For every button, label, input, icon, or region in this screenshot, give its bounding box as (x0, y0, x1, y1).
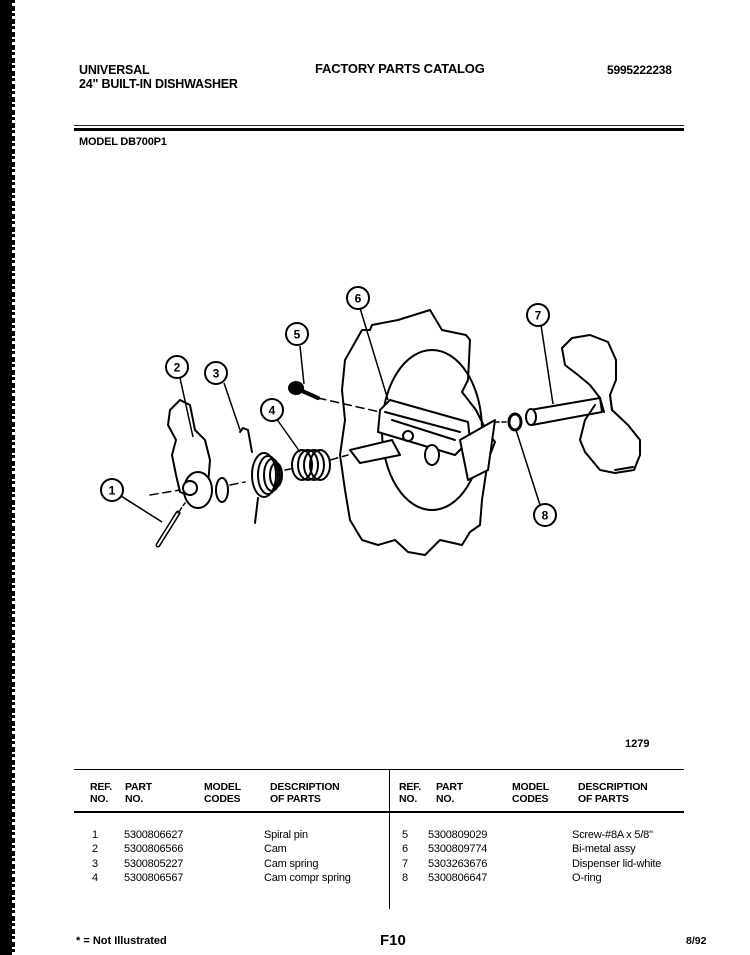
col-ref-header-right: REF.NO. (399, 781, 421, 805)
screw (288, 381, 320, 400)
table-header-rule (74, 811, 684, 813)
not-illustrated-note: * = Not Illustrated (76, 935, 167, 947)
callout-2: 2 (165, 355, 189, 379)
o-ring (507, 412, 523, 432)
ref-column-left: 1 2 3 4 (92, 828, 98, 885)
table-row-ref: 7 (402, 857, 408, 870)
table-row-desc: Bi-metal assy (572, 843, 636, 856)
desc-column-left: Spiral pin Cam Cam spring Cam compr spri… (264, 828, 351, 885)
figure-number: 1279 (625, 738, 650, 750)
table-row-ref: 8 (402, 871, 408, 884)
table-column-divider (389, 769, 390, 909)
housing-panel (339, 309, 496, 556)
dispenser-lid (525, 334, 641, 474)
table-row-desc: Cam compr spring (264, 871, 351, 884)
table-row-part: 5300806627 (124, 829, 184, 841)
col-ref-header-left: REF.NO. (90, 781, 112, 805)
table-top-rule (74, 769, 684, 770)
cam-spring (239, 427, 283, 524)
table-row-ref: 5 (402, 829, 408, 841)
callouts: 1 2 3 4 5 6 7 8 (100, 286, 557, 527)
table-row-part: 5300806566 (124, 843, 184, 856)
svg-text:3: 3 (213, 367, 220, 381)
header-rule-thin (74, 125, 684, 126)
callout-6: 6 (346, 286, 370, 310)
brand-name: UNIVERSAL (79, 63, 150, 77)
table-row-desc: Dispenser lid-white (572, 857, 662, 870)
product-name: 24" BUILT-IN DISHWASHER (79, 77, 238, 91)
table-row-ref: 3 (92, 857, 98, 870)
table-row-part: 5300809774 (428, 843, 488, 856)
table-row-desc: Cam (264, 843, 287, 856)
callout-5: 5 (285, 322, 309, 346)
svg-text:6: 6 (355, 292, 362, 306)
table-row-desc: Spiral pin (264, 829, 308, 841)
table-row-ref: 2 (92, 843, 98, 856)
svg-text:7: 7 (535, 309, 542, 323)
part-column-left: 5300806627 5300806566 5300805227 5300806… (124, 828, 183, 885)
callout-7: 7 (526, 303, 550, 327)
table-row-ref: 1 (92, 829, 98, 841)
exploded-parts-diagram: 1 2 3 4 5 6 7 8 (100, 286, 641, 556)
scan-border (0, 0, 15, 955)
svg-text:4: 4 (269, 404, 276, 418)
ref-column-right: 5 6 7 8 (402, 828, 408, 885)
callout-1: 1 (100, 478, 124, 502)
callout-8: 8 (533, 503, 557, 527)
catalog-title: FACTORY PARTS CATALOG (315, 61, 485, 76)
svg-text:8: 8 (542, 509, 549, 523)
svg-text:5: 5 (294, 328, 301, 342)
desc-column-right: Screw-#8A x 5/8" Bi-metal assy Dispenser… (572, 828, 661, 885)
callout-3: 3 (204, 361, 228, 385)
table-row-part: 5300806647 (428, 871, 488, 884)
table-row-desc: Cam spring (264, 857, 319, 870)
table-row-desc: Screw-#8A x 5/8" (572, 829, 653, 841)
part-column-right: 5300809029 5300809774 5303263676 5300806… (428, 828, 487, 885)
table-row-part: 5300809029 (428, 829, 488, 841)
cam-compr-spring (291, 449, 331, 481)
callout-4: 4 (260, 398, 284, 422)
model-number: MODEL DB700P1 (79, 136, 167, 148)
table-row-part: 5300805227 (124, 857, 184, 870)
revision-date: 8/92 (686, 935, 707, 947)
svg-text:2: 2 (174, 361, 181, 375)
table-row-part: 5300806567 (124, 871, 184, 884)
page-number: F10 (380, 932, 406, 949)
header-rule-thick (74, 128, 684, 131)
svg-text:1: 1 (109, 484, 116, 498)
table-row-ref: 4 (92, 871, 98, 884)
catalog-number: 5995222238 (607, 63, 672, 77)
table-row-desc: O-ring (572, 871, 602, 884)
brand-block: UNIVERSAL 24" BUILT-IN DISHWASHER (79, 63, 238, 91)
table-row-part: 5303263676 (428, 857, 488, 870)
table-row-ref: 6 (402, 843, 408, 856)
